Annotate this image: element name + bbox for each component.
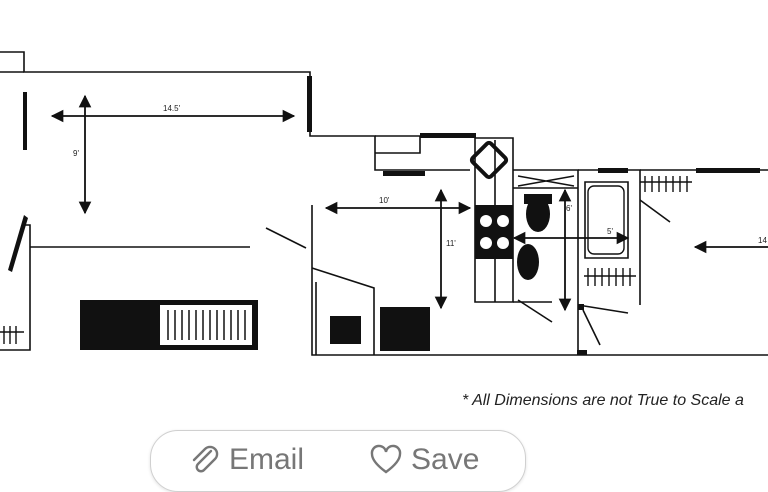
dim-bedroom-width: 14 [758, 236, 767, 245]
sink-icon [517, 244, 539, 280]
dim-kitchen-depth: 11' [446, 239, 456, 248]
dim-living-width: 14.5' [163, 104, 181, 113]
dimension-arrows [50, 94, 768, 312]
window-marks [8, 76, 760, 355]
appliance-small [330, 316, 361, 344]
save-label: Save [411, 443, 480, 476]
bath-fixtures [517, 175, 625, 255]
save-button[interactable]: Save [369, 443, 479, 477]
stove-icon [475, 205, 513, 259]
action-bar: Email Save [150, 430, 526, 492]
scale-disclaimer: * All Dimensions are not True to Scale a [462, 392, 744, 409]
dim-bath-width: 5' [607, 227, 613, 236]
email-button[interactable]: Email [187, 443, 304, 477]
appliance-large [380, 307, 430, 351]
dim-bath-depth: 6' [566, 204, 572, 213]
dim-living-depth: 9' [73, 149, 79, 158]
kitchen-sink-icon [469, 140, 509, 180]
email-label: Email [229, 443, 305, 476]
dim-kitchen-width: 10' [379, 196, 390, 205]
sofa-icon [80, 300, 258, 350]
walls [0, 51, 768, 356]
toilet-icon [526, 196, 550, 232]
heart-icon [370, 444, 402, 474]
closet-rods [0, 176, 692, 344]
paperclip-icon [192, 445, 219, 473]
floor-plan: 14.5' 9' 10' 11' 6' 5' 14 [0, 51, 768, 356]
